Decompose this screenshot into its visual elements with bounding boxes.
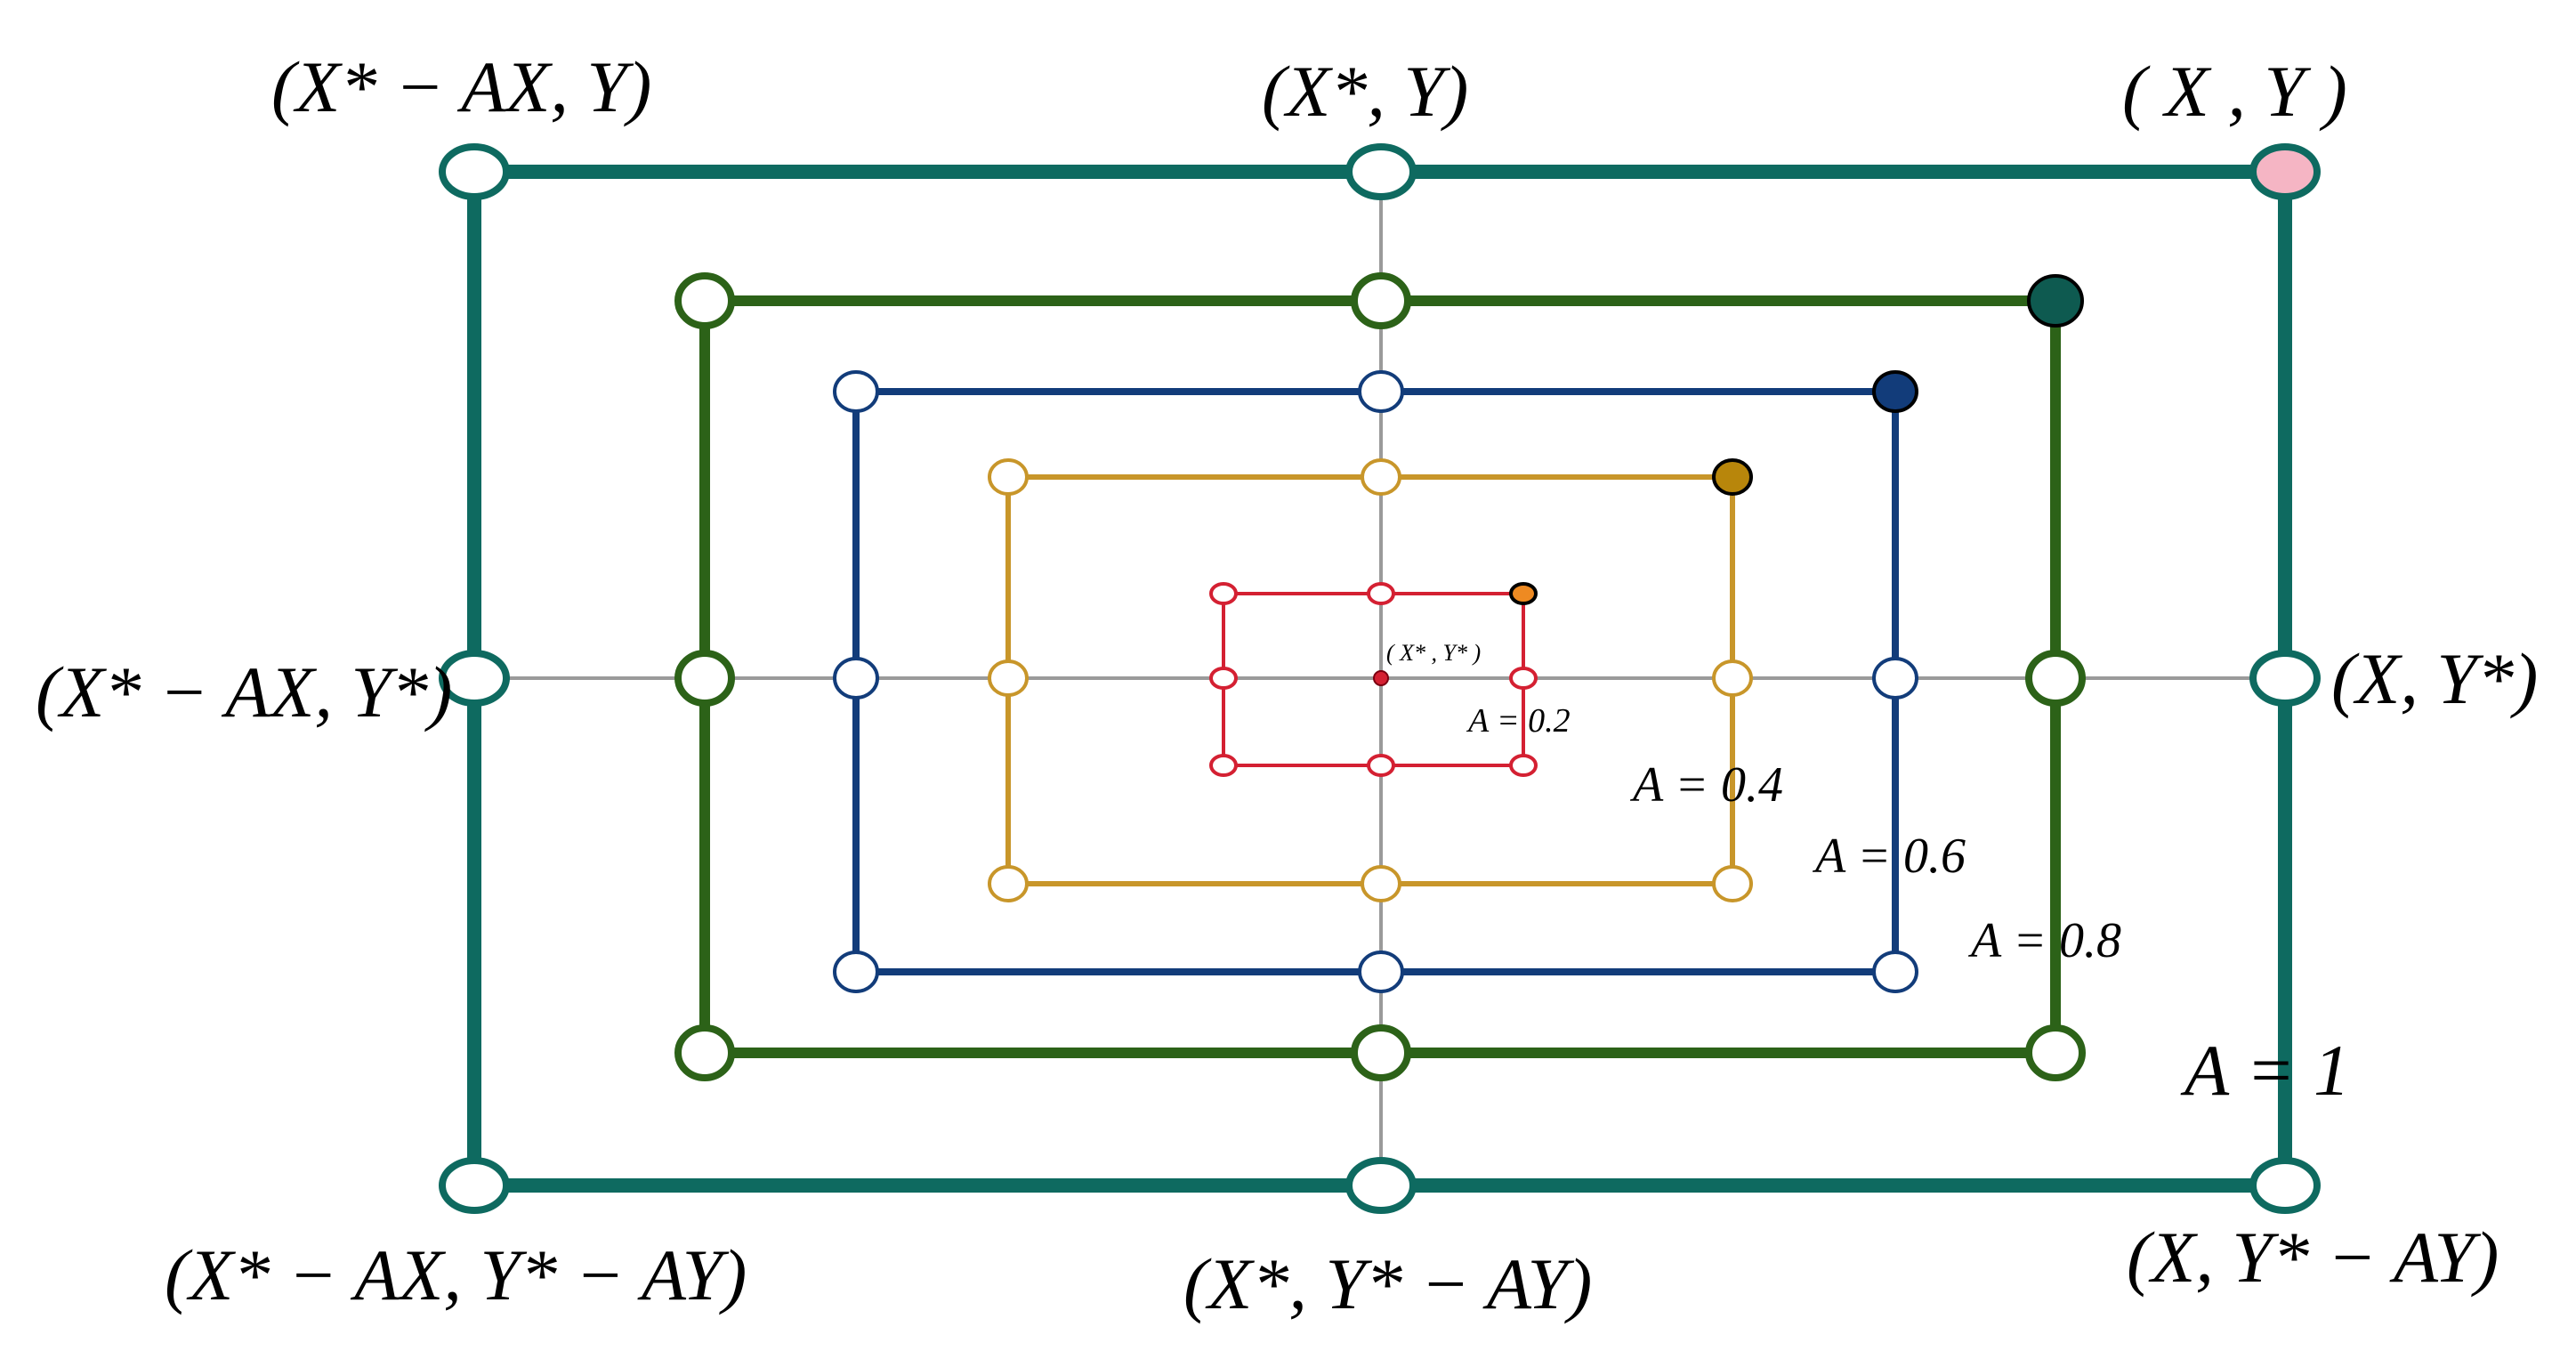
node-level-4 (2249, 650, 2321, 707)
node-level-3 (2025, 1024, 2086, 1081)
node-level-1 (988, 659, 1029, 697)
node-level-2 (833, 951, 879, 993)
node-level-4 (439, 650, 510, 707)
node-level-0 (1509, 667, 1538, 690)
corner-node-level-1 (1712, 458, 1753, 496)
node-level-3 (1351, 1024, 1411, 1081)
node-level-2 (1358, 951, 1404, 993)
node-level-0 (1209, 754, 1238, 777)
node-level-0 (1367, 754, 1395, 777)
node-level-2 (1358, 370, 1404, 413)
node-level-2 (1872, 951, 1918, 993)
node-level-1 (1712, 659, 1753, 697)
corner-node-level-3 (2027, 274, 2084, 328)
node-level-3 (674, 650, 735, 707)
node-level-1 (1361, 865, 1401, 902)
node-level-4 (1345, 143, 1417, 200)
level-label-0.8: A = 0.8 (1967, 913, 2121, 968)
node-level-2 (1872, 657, 1918, 700)
label-mid-left: (X* − AX, Y*) (36, 651, 452, 732)
label-mid-right: (X, Y*) (2331, 638, 2538, 719)
label-bot-right: (X, Y* − AY) (2127, 1217, 2499, 1298)
corner-node-level-2 (1872, 370, 1918, 413)
level-label-1: A = 1 (2180, 1030, 2350, 1111)
node-level-0 (1209, 667, 1238, 690)
center-label: ( X* , Y* ) (1386, 640, 1481, 666)
node-level-3 (1351, 272, 1411, 329)
corner-node-level-4 (2249, 143, 2321, 200)
node-level-1 (988, 458, 1029, 496)
node-level-3 (674, 272, 735, 329)
node-level-3 (2025, 650, 2086, 707)
node-level-2 (833, 657, 879, 700)
corner-node-level-0 (1509, 582, 1538, 605)
level-label-0.4: A = 0.4 (1629, 757, 1783, 813)
node-level-4 (1345, 1157, 1417, 1214)
level-label-0.6: A = 0.6 (1812, 829, 1966, 884)
center-point (1373, 670, 1389, 686)
node-level-2 (833, 370, 879, 413)
node-level-4 (439, 1157, 510, 1214)
node-level-1 (1712, 865, 1753, 902)
node-level-1 (988, 865, 1029, 902)
node-level-4 (2249, 1157, 2321, 1214)
node-level-0 (1367, 582, 1395, 605)
nested-rectangles (439, 143, 2321, 1214)
node-level-4 (439, 143, 510, 200)
level-label-0.2: A = 0.2 (1466, 702, 1571, 740)
node-level-1 (1361, 458, 1401, 496)
label-bot-mid: (X*, Y* − AY) (1183, 1243, 1592, 1324)
label-top-mid: (X*, Y) (1262, 51, 1468, 132)
label-top-left: (X* − AX, Y) (271, 46, 651, 127)
label-bot-left: (X* − AX, Y* − AY) (165, 1234, 747, 1315)
node-level-3 (674, 1024, 735, 1081)
label-top-right: ( X , Y ) (2122, 51, 2347, 132)
node-level-0 (1509, 754, 1538, 777)
node-level-0 (1209, 582, 1238, 605)
rectangle-level-1 (1005, 474, 1735, 886)
